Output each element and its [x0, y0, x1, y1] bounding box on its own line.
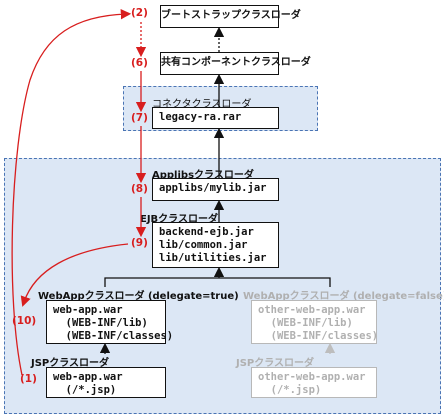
common-classloader-label: 共有コンポーネントクラスローダ	[161, 57, 311, 68]
step-1-to-2-arrow	[11, 9, 132, 376]
step-8-label: (8)	[131, 183, 148, 195]
step-2-label: (2)	[131, 7, 148, 19]
other-jsp-classloader-label: JSPクラスローダ	[236, 358, 315, 369]
other-jsp-content: other-web-app.war (/*.jsp)	[258, 371, 366, 396]
ejb-classloader-label: EJBクラスローダ	[140, 214, 218, 225]
connector-content: legacy-ra.rar	[159, 111, 242, 123]
other-jsp-classloader-box: other-web-app.war (/*.jsp)	[251, 367, 377, 398]
jsp-classloader-box: web-app.war (/*.jsp)	[46, 367, 166, 398]
webapps-to-ejb-arrow	[104, 272, 331, 287]
jsp-classloader-label: JSPクラスローダ	[31, 358, 110, 369]
bootstrap-classloader-label: ブートストラップクラスローダ	[161, 10, 301, 21]
step-6-label: (6)	[131, 57, 148, 69]
ejb-classloader-box: backend-ejb.jar lib/common.jar lib/utili…	[152, 222, 279, 268]
other-webapp-classloader-label: WebAppクラスローダ (delegate=false)	[243, 291, 444, 302]
webapp-classloader-label: WebAppクラスローダ (delegate=true)	[38, 291, 239, 302]
step-10-label: (10)	[12, 315, 37, 327]
ejb-content: backend-ejb.jar lib/common.jar lib/utili…	[159, 226, 267, 264]
applibs-content: applibs/mylib.jar	[159, 182, 267, 194]
jsp-content: web-app.war (/*.jsp)	[53, 371, 123, 396]
step-9-label: (9)	[131, 237, 148, 249]
connector-classloader-label: コネクタクラスローダ	[152, 99, 252, 110]
other-webapp-content: other-web-app.war (WEB-INF/lib) (WEB-INF…	[258, 304, 379, 342]
webapp-classloader-box: web-app.war (WEB-INF/lib) (WEB-INF/class…	[46, 300, 174, 344]
step-1-label: (1)	[20, 373, 37, 385]
webapp-content: web-app.war (WEB-INF/lib) (WEB-INF/class…	[53, 304, 174, 342]
applibs-classloader-label: Applibsクラスローダ	[152, 170, 254, 181]
step-9-to-10-arrow	[20, 243, 129, 307]
other-webapp-classloader-box: other-web-app.war (WEB-INF/lib) (WEB-INF…	[251, 300, 379, 344]
step-7-label: (7)	[131, 112, 148, 124]
